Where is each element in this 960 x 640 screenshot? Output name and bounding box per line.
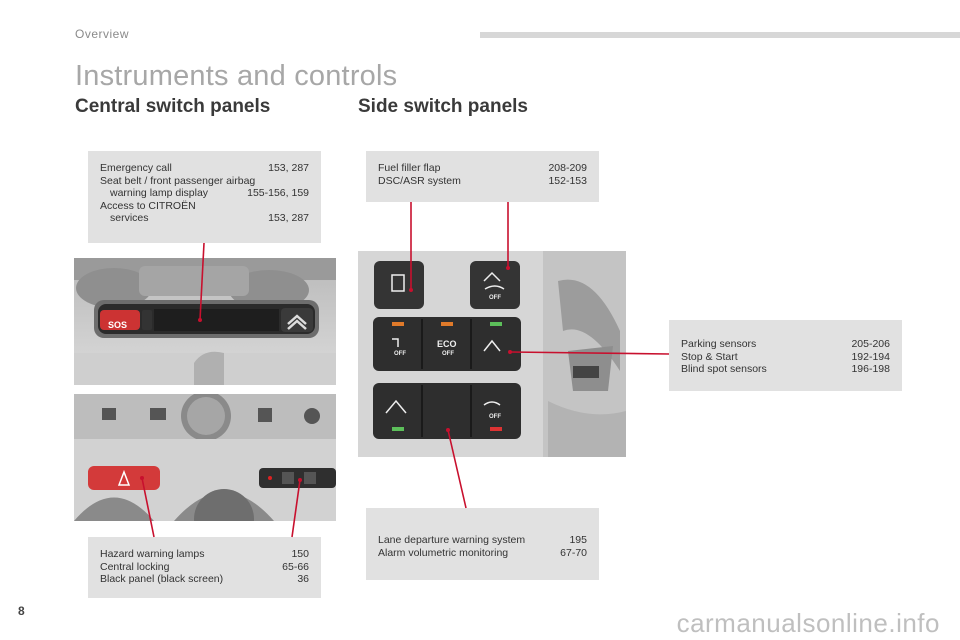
callout-row: Hazard warning lamps 150 <box>100 548 309 561</box>
callout-row: DSC/ASR system 152-153 <box>378 175 587 188</box>
callout-row: warning lamp display 155-156, 159 <box>100 187 309 200</box>
row-ref: 36 <box>297 573 309 585</box>
row-label: Stop & Start <box>681 350 738 363</box>
off-label-2: OFF <box>394 351 406 357</box>
watermark: carmanualsonline.info <box>676 608 940 638</box>
row-label: Black panel (black screen) <box>100 573 224 585</box>
leader-dot <box>506 266 510 270</box>
callout-row: Central locking 65-66 <box>100 561 309 574</box>
row-label: Fuel filler flap <box>378 162 441 174</box>
leader-dot <box>298 478 302 482</box>
callout-row: Lane departure warning system 195 <box>378 534 587 547</box>
row-ref: 153, 287 <box>268 212 309 224</box>
callout-row: Blind spot sensors 196-198 <box>681 363 890 376</box>
row-ref: 195 <box>569 534 587 546</box>
leader-line <box>447 429 467 509</box>
row-label: Alarm volumetric monitoring <box>378 546 509 559</box>
callout-row: Access to CITROËN <box>100 200 309 213</box>
row-label: Lane departure warning system <box>378 534 526 546</box>
side-heading: Side switch panels <box>358 96 528 117</box>
row-label: DSC/ASR system <box>378 174 461 187</box>
off-label-4: OFF <box>489 414 501 420</box>
row-label: services <box>110 212 149 224</box>
row-ref: 65-66 <box>282 560 309 573</box>
callout-central-bottom: Hazard warning lamps 150 Central locking 6… <box>88 537 321 598</box>
row-ref: 155-156, 159 <box>247 187 309 199</box>
callout-row: Emergency call 153, 287 <box>100 162 309 175</box>
callout-central-top: Emergency call 153, 287 Seat belt / front… <box>88 151 321 243</box>
row-label: Parking sensors <box>681 338 757 350</box>
eco-label: ECO <box>437 339 457 349</box>
row-ref: 205-206 <box>851 338 890 350</box>
leader-line <box>141 477 155 538</box>
row-ref: 67-70 <box>560 546 587 559</box>
leader-line <box>509 351 670 355</box>
leader-line <box>291 479 301 538</box>
row-ref: 152-153 <box>548 174 587 187</box>
header-bar <box>480 32 960 38</box>
row-label: Access to CITROËN <box>100 199 196 212</box>
callout-row: Black panel (black screen) 36 <box>100 573 309 586</box>
callout-row: Stop & Start 192-194 <box>681 351 890 364</box>
central-upper-panel-photo: SOS <box>74 258 336 385</box>
row-ref: 208-209 <box>548 162 587 174</box>
row-label: Emergency call <box>100 162 172 174</box>
leader-dot <box>409 288 413 292</box>
row-label: Central locking <box>100 560 170 573</box>
section-label: Overview <box>75 27 130 41</box>
callout-row: Fuel filler flap 208-209 <box>378 162 587 175</box>
row-label: Hazard warning lamps <box>100 548 205 560</box>
callout-side-bottom: Lane departure warning system 195 Alarm v… <box>366 508 599 580</box>
page-title: Instruments and controls <box>75 60 398 92</box>
sos-button-label: SOS <box>108 320 128 330</box>
page-number: 8 <box>18 604 25 618</box>
leader-dot <box>198 318 202 322</box>
row-label: Blind spot sensors <box>681 363 767 375</box>
off-label-3: OFF <box>442 351 454 357</box>
row-label: warning lamp display <box>110 187 209 199</box>
callout-row: Parking sensors 205-206 <box>681 338 890 351</box>
leader-dot <box>140 476 144 480</box>
leader-dot <box>446 428 450 432</box>
leader-line <box>199 242 205 321</box>
callout-row: Seat belt / front passenger airbag <box>100 175 309 188</box>
row-ref: 153, 287 <box>268 162 309 174</box>
callout-row: Alarm volumetric monitoring 67-70 <box>378 547 587 560</box>
row-ref: 196-198 <box>851 363 890 375</box>
central-lower-panel-photo <box>74 394 336 521</box>
side-switch-panel-photo: OFF OFF ECO OFF OFF <box>358 251 626 457</box>
leader-dot <box>508 350 512 354</box>
row-ref: 150 <box>291 548 309 560</box>
off-label-1: OFF <box>489 295 501 301</box>
callout-side-top: Fuel filler flap 208-209 DSC/ASR system 15… <box>366 151 599 202</box>
callout-row: services 153, 287 <box>100 212 309 225</box>
row-label: Seat belt / front passenger airbag <box>100 174 256 187</box>
row-ref: 192-194 <box>851 350 890 363</box>
callout-side-right: Parking sensors 205-206 Stop & Start 192-1… <box>669 320 902 391</box>
central-heading: Central switch panels <box>75 96 271 117</box>
